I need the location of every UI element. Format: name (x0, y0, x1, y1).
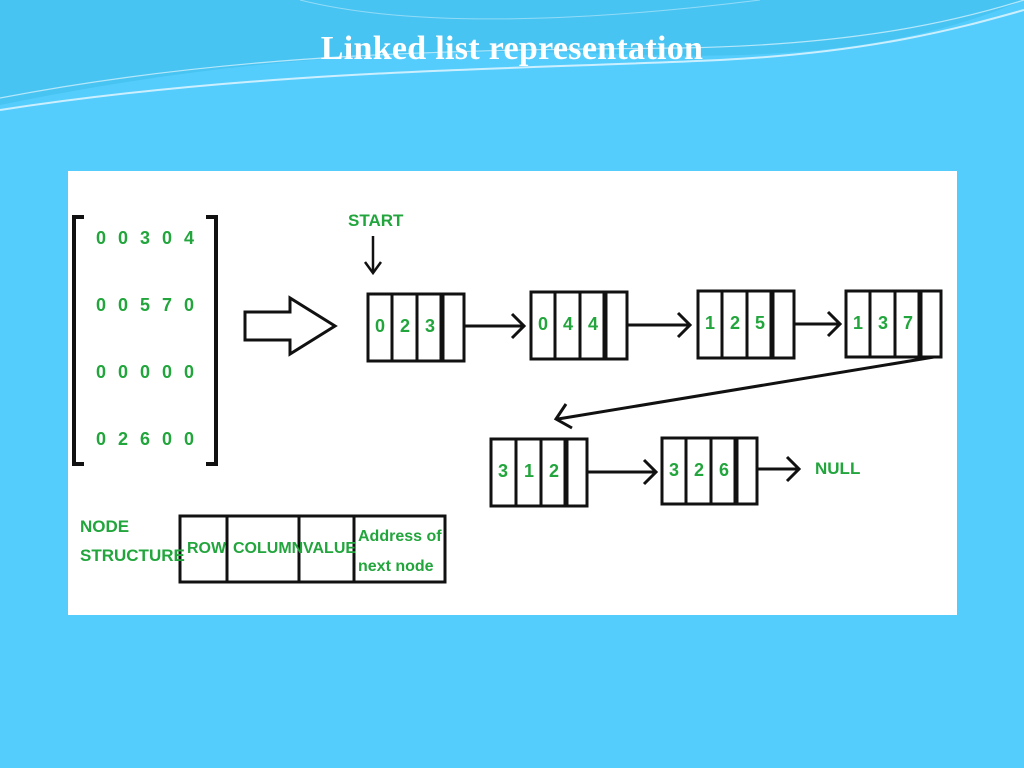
node-6-row: 3 (668, 460, 679, 480)
start-label: START (348, 211, 404, 230)
matrix-row-4: 0 2 6 0 0 (96, 429, 195, 449)
link-arrow-1-2 (464, 312, 527, 340)
structure-field-value: VALUE (303, 540, 357, 557)
link-arrow-3-4 (794, 310, 843, 338)
structure-field-address-line2: next node (358, 558, 434, 575)
structure-field-address-line1: Address of (358, 528, 442, 545)
structure-field-column: COLUMN (233, 540, 304, 557)
matrix-left-bracket (72, 215, 84, 466)
node-3-row: 1 (704, 313, 715, 333)
null-label: NULL (815, 459, 861, 478)
node-structure-table (178, 514, 447, 584)
matrix-row-1: 0 0 3 0 4 (96, 228, 195, 248)
node-3-value: 5 (754, 313, 765, 333)
node-1-value: 3 (424, 316, 435, 336)
node-5-value: 2 (548, 461, 559, 481)
node-5-row: 3 (497, 461, 508, 481)
matrix-row-3: 0 0 0 0 0 (96, 362, 195, 382)
matrix-right-bracket (206, 215, 218, 466)
node-5-box (489, 437, 589, 508)
matrix-row-2: 0 0 5 7 0 (96, 295, 195, 315)
node-4-row: 1 (852, 313, 863, 333)
node-2-row: 0 (537, 314, 548, 334)
conversion-arrow (243, 295, 338, 357)
node-structure-label-line2: STRUCTURE (80, 546, 185, 565)
link-arrow-6-null (757, 455, 802, 483)
node-3-col: 2 (729, 313, 740, 333)
node-structure-label-line1: NODE (80, 517, 130, 536)
node-4-box (844, 289, 943, 359)
node-1-row: 0 (374, 316, 385, 336)
node-4-col: 3 (877, 313, 888, 333)
node-1-box (366, 292, 466, 363)
link-arrow-5-6 (587, 458, 659, 486)
node-5-col: 1 (523, 461, 534, 481)
node-6-value: 6 (718, 460, 729, 480)
node-1-col: 2 (399, 316, 410, 336)
slide-title: Linked list representation (320, 30, 704, 67)
start-arrow (363, 236, 383, 276)
node-4-value: 7 (902, 313, 913, 333)
node-6-box (660, 436, 759, 506)
node-2-value: 4 (587, 314, 598, 334)
link-arrow-2-3 (627, 311, 693, 339)
link-arrow-4-5 (553, 355, 935, 430)
structure-field-row: ROW (187, 540, 227, 557)
node-6-col: 2 (693, 460, 704, 480)
node-2-col: 4 (562, 314, 573, 334)
